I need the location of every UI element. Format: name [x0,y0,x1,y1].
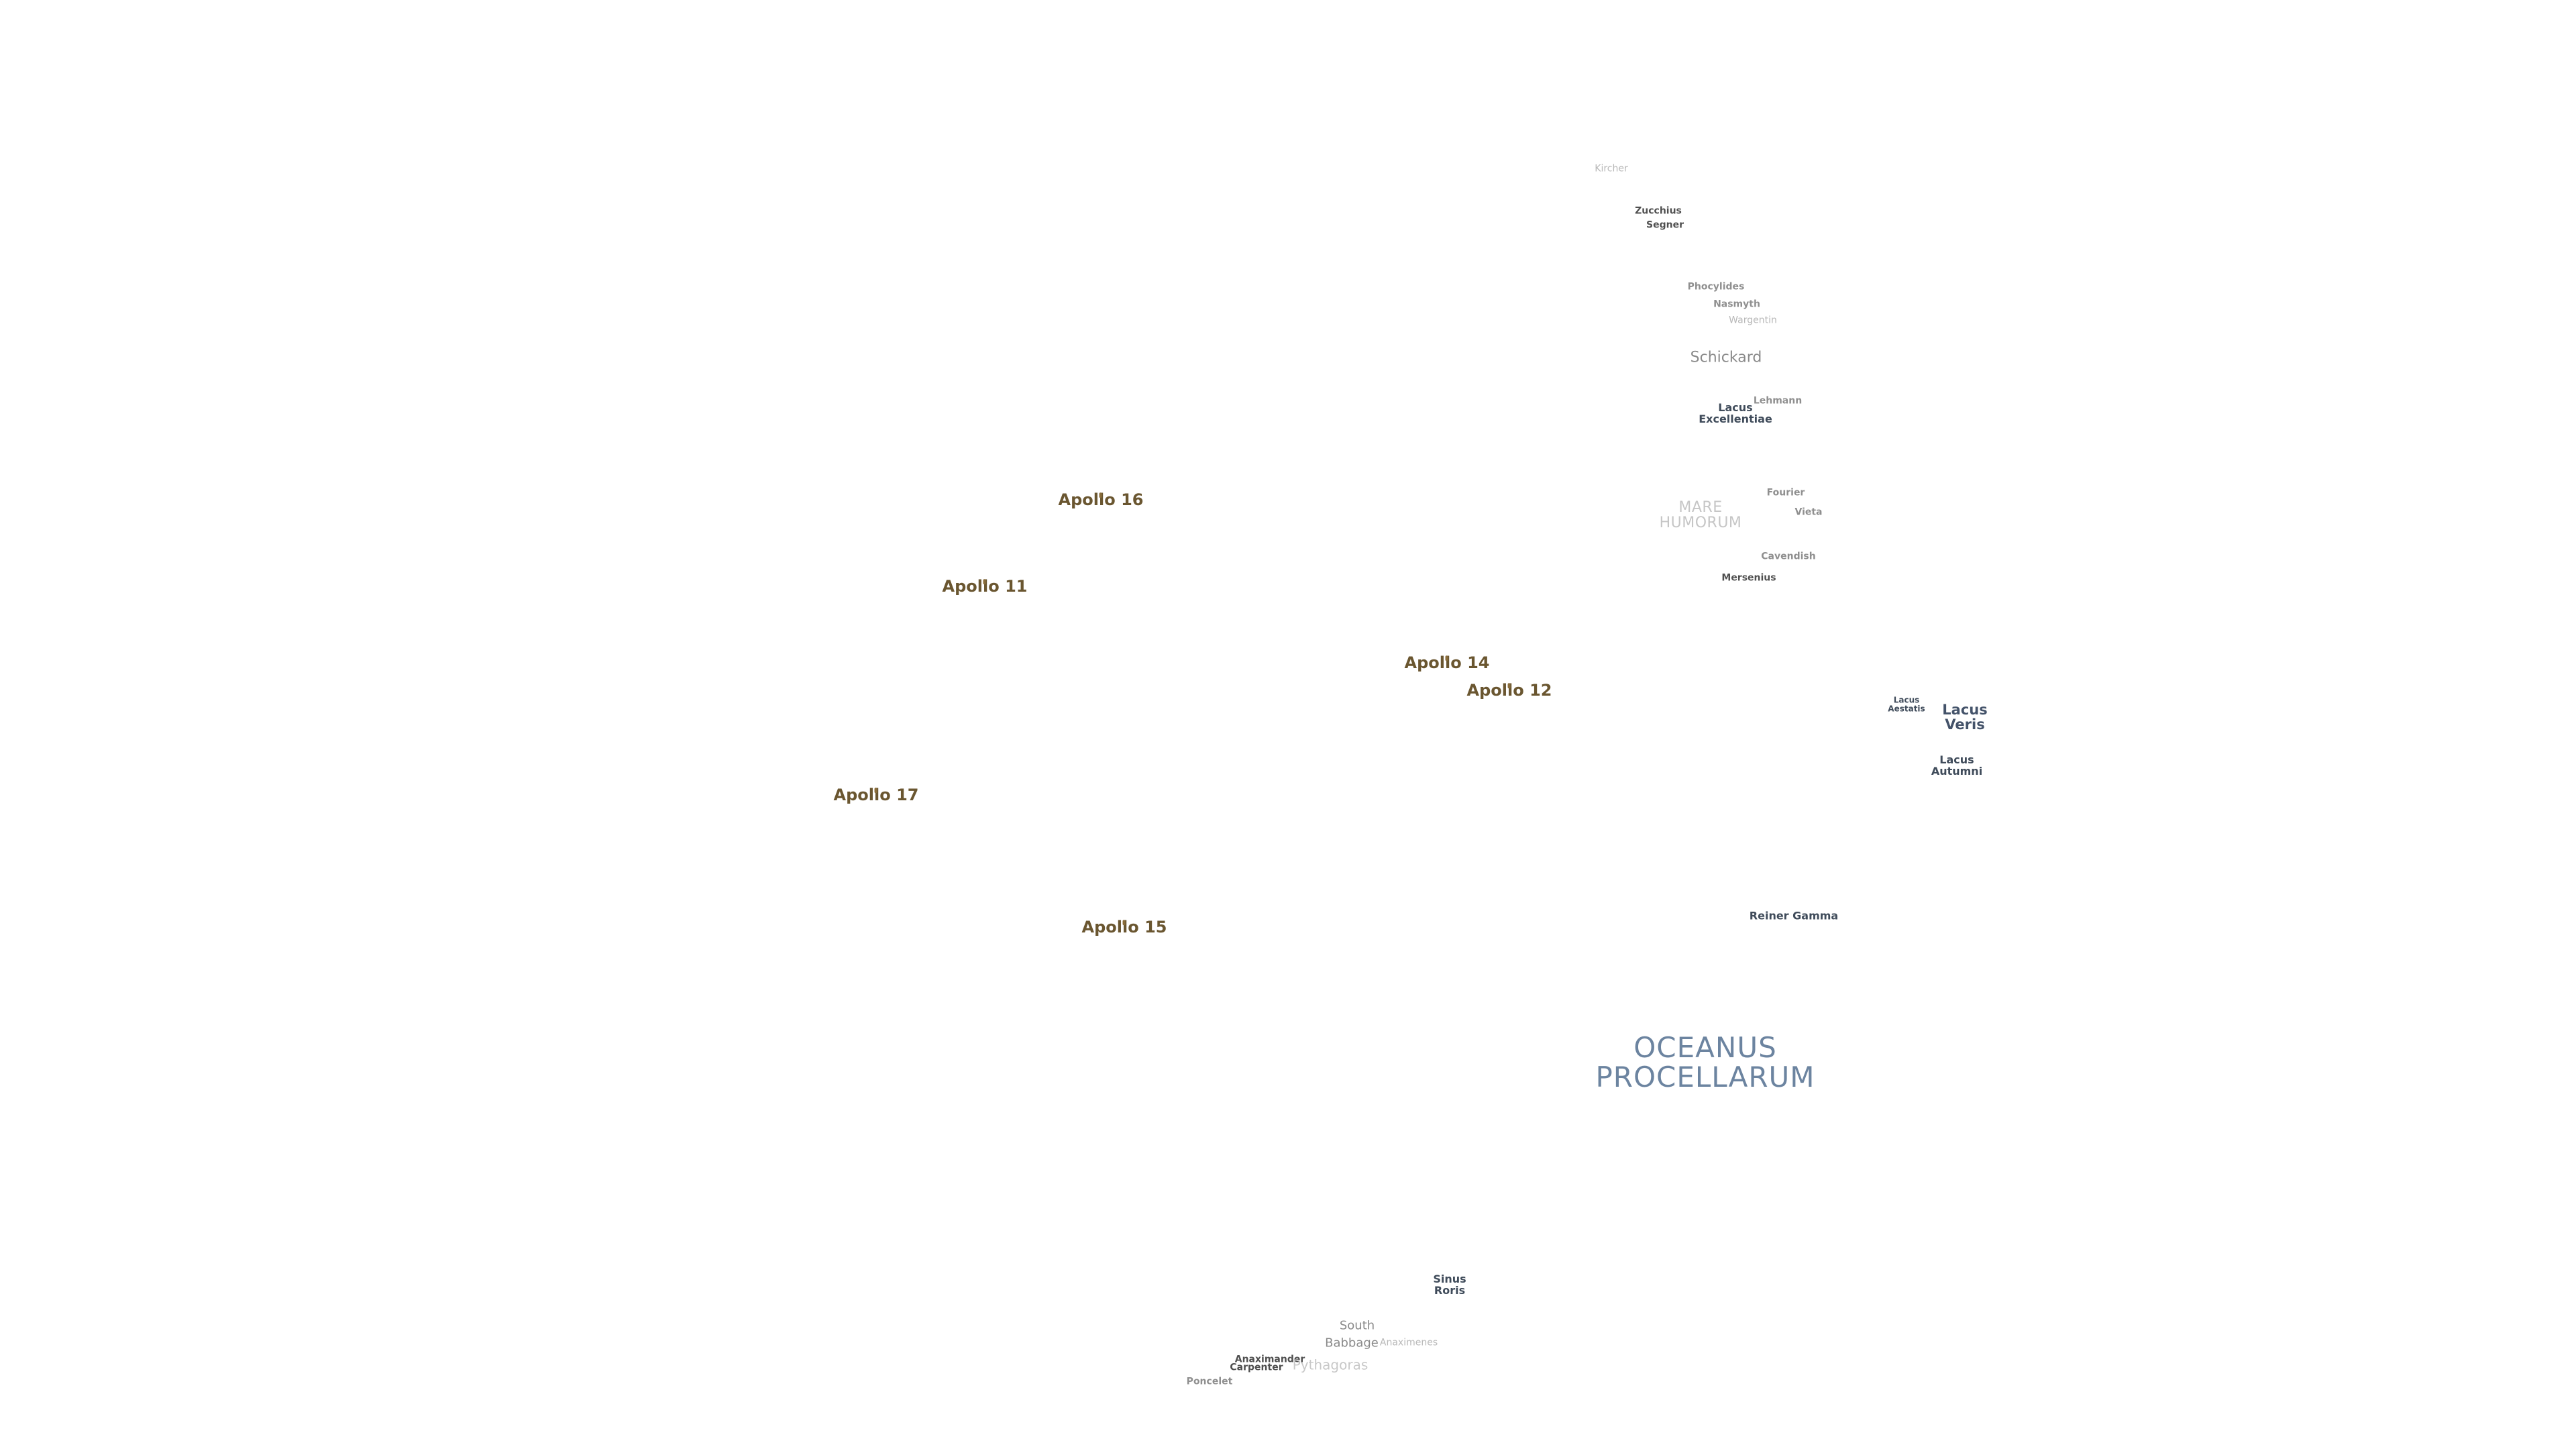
lacus-autumni-label: Lacus Autumni [1931,753,1983,777]
reiner-gamma-label: Reiner Gamma [1749,909,1839,922]
sinus-roris-label: Sinus Roris [1433,1273,1466,1297]
fourier-label: Fourier [1766,487,1805,498]
apollo-15-label: Apollo 15 [1081,918,1167,937]
carpenter-label: Carpenter [1230,1362,1283,1373]
babbage-label: Babbage [1325,1336,1379,1350]
lacus-veris-label: Lacus Veris [1942,701,1988,733]
poncelet-label: Poncelet [1186,1376,1233,1387]
apollo-11-marker [983,579,986,585]
apollo-17-label: Apollo 17 [833,786,919,805]
apollo-14-marker [1446,655,1448,661]
nasmyth-label: Nasmyth [1713,299,1760,310]
lacus-aestatis-label: Lacus Aestatis [1888,695,1925,713]
segner-label: Segner [1646,219,1684,231]
mare-humorum-label: MARE HUMORUM [1659,498,1742,531]
apollo-12-marker [1508,683,1511,689]
apollo-15-marker [1123,920,1126,926]
lacus-excellentiae-label: Lacus Excellentiae [1699,401,1772,425]
oceanus-procellarum-label: OCEANUS PROCELLARUM [1595,1030,1815,1093]
apollo-17-marker [875,788,877,794]
wargentin-label: Wargentin [1729,315,1777,326]
lehmann-label: Lehmann [1753,395,1803,407]
phocylides-label: Phocylides [1687,281,1745,292]
apollo-11-label: Apollo 11 [942,577,1028,596]
vieta-label: Vieta [1794,506,1823,518]
kircher-label: Kircher [1595,163,1628,174]
south-label: South [1339,1318,1375,1333]
apollo-14-label: Apollo 14 [1404,653,1490,673]
cavendish-label: Cavendish [1761,551,1816,562]
schickard-label: Schickard [1690,349,1762,366]
mersenius-label: Mersenius [1721,572,1776,584]
anaximander-label: Anaximander [1234,1354,1305,1365]
pythagoras-label: Pythagoras [1292,1356,1368,1373]
zucchius-label: Zucchius [1635,205,1682,217]
anaximenes-label: Anaximenes [1379,1337,1438,1348]
apollo-16-marker [1099,492,1102,498]
apollo-16-label: Apollo 16 [1058,490,1144,510]
apollo-12-label: Apollo 12 [1466,681,1552,700]
